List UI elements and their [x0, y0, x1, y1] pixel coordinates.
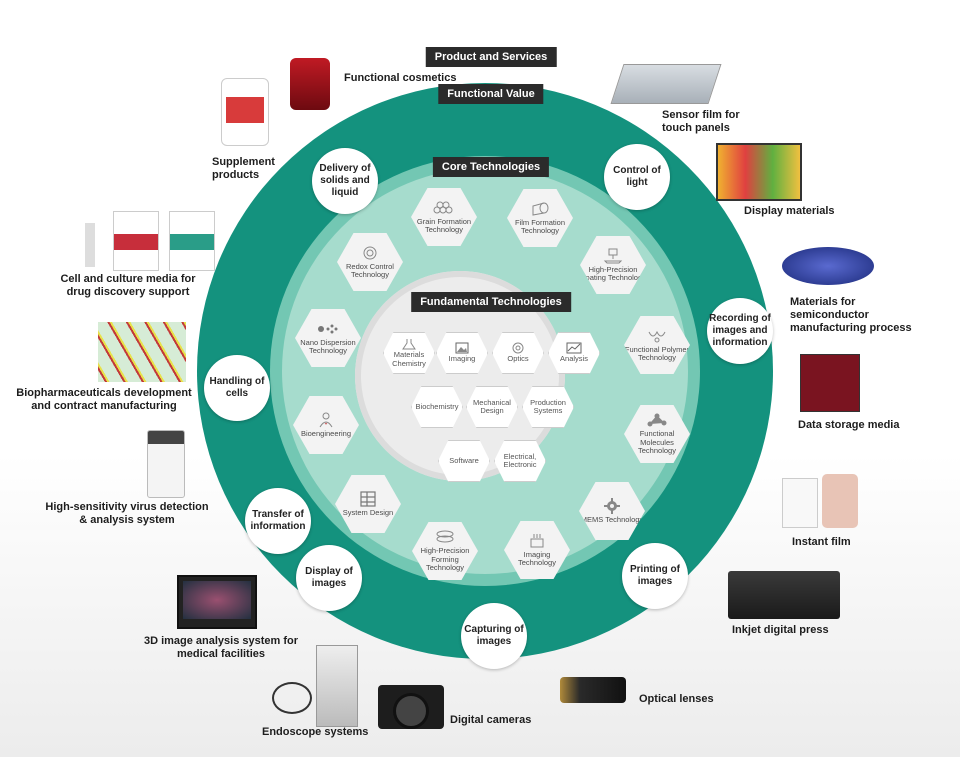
product-instant-film: Instant film [792, 536, 851, 548]
supplement-bottle-image [221, 78, 269, 146]
endoscope-system-image [316, 645, 358, 727]
aperture-icon [512, 342, 524, 354]
lens-stack-icon [436, 530, 454, 543]
dna-helix-image [98, 322, 186, 382]
person-heart-icon [319, 412, 333, 428]
fund-tech-production-systems: Production Systems [522, 386, 574, 428]
product-endoscope: Endoscope systems [262, 726, 369, 738]
instant-camera-image [782, 474, 860, 530]
culture-media-bottles-image [85, 207, 215, 271]
gear-icon [604, 497, 620, 514]
product-virus-detection: High-sensitivity virus detection & analy… [45, 501, 209, 526]
function-handling-cells: Handling of cells [204, 355, 270, 421]
display-materials-image [716, 143, 802, 201]
fund-tech-electrical-electronic: Electrical, Electronic [494, 440, 546, 482]
semiconductor-wafer-image [782, 247, 874, 285]
data-cartridge-image [800, 354, 860, 412]
products-title: Product and Services [425, 47, 557, 67]
coating-icon [603, 248, 623, 263]
flask-icon [402, 339, 416, 350]
optical-lens-image [560, 677, 626, 703]
product-semiconductor-materials: Materials for semiconductor manufacturin… [790, 296, 912, 334]
core-tech-imaging: Imaging Technology [504, 521, 570, 579]
endoscope-scope-image [272, 682, 312, 714]
inkjet-press-image [728, 571, 840, 619]
product-cell-culture-media: Cell and culture media for drug discover… [60, 273, 196, 298]
function-delivery: Delivery of solids and liquid [312, 148, 378, 214]
redox-icon [363, 246, 377, 259]
fund-tech-software: Software [438, 440, 490, 482]
core-tech-grain-formation: Grain Formation Technology [411, 188, 477, 246]
product-functional-cosmetics: Functional cosmetics [344, 72, 457, 84]
chart-icon [566, 342, 582, 354]
product-biopharmaceuticals: Biopharmaceuticals development and contr… [16, 387, 192, 412]
function-capturing: Capturing of images [461, 603, 527, 669]
fund-tech-imaging: Imaging [436, 332, 488, 374]
product-digital-cameras: Digital cameras [450, 714, 532, 726]
fund-tech-materials-chemistry: Materials Chemistry [383, 332, 435, 374]
digital-camera-image [378, 685, 444, 729]
core-tech-film-formation: Film Formation Technology [507, 189, 573, 247]
virus-analyzer-image [147, 430, 185, 498]
product-data-storage: Data storage media [798, 419, 900, 431]
medical-monitor-image [177, 575, 257, 629]
imaging-chip-icon [530, 533, 544, 547]
product-optical-lenses: Optical lenses [639, 693, 714, 705]
function-recording: Recording of images and information [707, 298, 773, 364]
product-sensor-film: Sensor film for touch panels [662, 109, 740, 134]
grain-icon [433, 201, 453, 213]
function-printing: Printing of images [622, 543, 688, 609]
sensor-film-image [610, 64, 722, 104]
product-supplement: Supplement products [212, 156, 275, 181]
film-roll-icon [532, 202, 549, 216]
grid-icon [360, 491, 376, 507]
core-technologies-title: Core Technologies [432, 157, 550, 177]
function-control-of-light: Control of light [604, 144, 670, 210]
functional-value-title: Functional Value [438, 84, 544, 104]
fund-tech-mechanical-design: Mechanical Design [466, 386, 518, 428]
nano-dots-icon [318, 324, 338, 333]
picture-icon [455, 342, 469, 354]
molecule-icon [647, 413, 667, 427]
fund-tech-optics: Optics [492, 332, 544, 374]
fund-tech-biochemistry: Biochemistry [411, 386, 463, 428]
polymer-icon [648, 330, 666, 342]
product-display-materials: Display materials [744, 205, 835, 217]
function-display: Display of images [296, 545, 362, 611]
cosmetics-jar-image [290, 58, 330, 110]
core-tech-high-precision-forming: High-Precision Forming Technology [412, 522, 478, 580]
product-inkjet-press: Inkjet digital press [732, 624, 829, 636]
function-transfer: Transfer of information [245, 488, 311, 554]
fundamental-technologies-title: Fundamental Technologies [411, 292, 571, 312]
product-3d-image-analysis: 3D image analysis system for medical fac… [143, 635, 299, 660]
fund-tech-analysis: Analysis [548, 332, 600, 374]
